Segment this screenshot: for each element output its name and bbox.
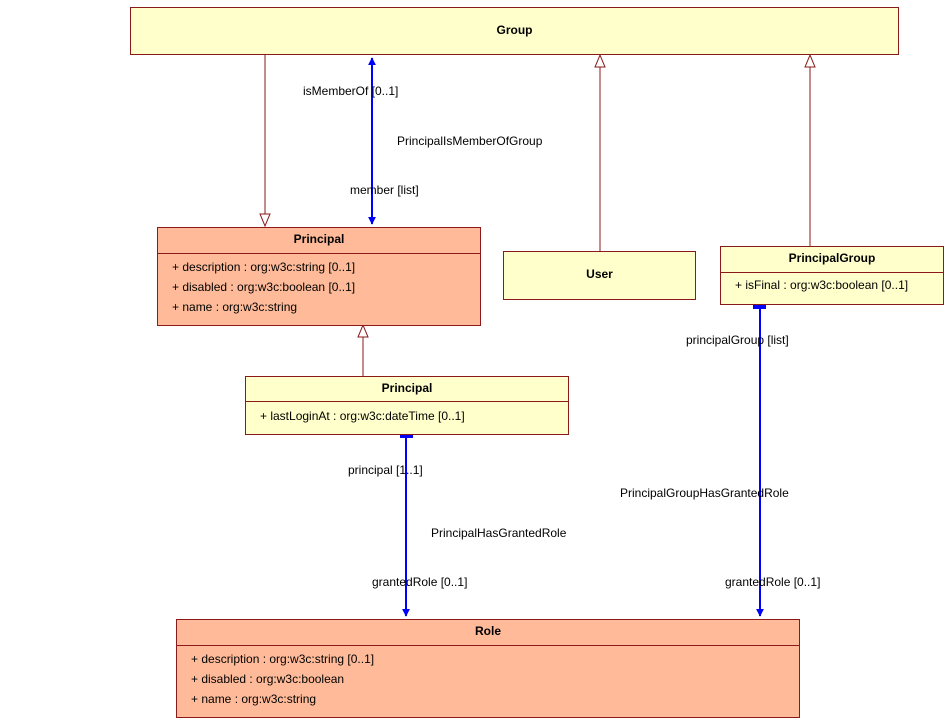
- class-user-name: User: [586, 267, 613, 281]
- attribute: + name : org:w3c:string: [172, 300, 298, 314]
- class-role-name: Role: [474, 624, 501, 638]
- class-principal-name: Principal: [293, 232, 345, 246]
- attribute: + disabled : org:w3c:boolean: [191, 672, 345, 686]
- class-role-attributes: + description : org:w3c:string [0..1] + …: [177, 645, 799, 709]
- generalization-user-to-group: [594, 53, 606, 251]
- generalization-principal-sub-to-principal: [357, 323, 369, 376]
- class-principal[interactable]: Principal + description : org:w3c:string…: [157, 227, 481, 326]
- association-name-principal-role: PrincipalHasGrantedRole: [431, 526, 567, 540]
- class-principal-group[interactable]: PrincipalGroup + isFinal : org:w3c:boole…: [720, 246, 944, 305]
- association-name-group-role: PrincipalGroupHasGrantedRole: [620, 486, 789, 500]
- generalization-principal-to-group: [259, 55, 271, 228]
- class-principal-group-name: PrincipalGroup: [788, 251, 876, 265]
- class-principal-sub-name: Principal: [381, 381, 433, 395]
- role-label-member: member [list]: [350, 183, 419, 197]
- association-group-role: [753, 305, 766, 617]
- class-principal-attributes: + description : org:w3c:string [0..1] + …: [158, 253, 480, 317]
- generalization-principalgroup-to-group: [804, 53, 816, 246]
- class-role[interactable]: Role + description : org:w3c:string [0..…: [176, 619, 800, 718]
- role-label-is-member-of: isMemberOf [0..1]: [303, 84, 399, 98]
- class-principal-sub-attributes: + lastLoginAt : org:w3c:dateTime [0..1]: [246, 401, 568, 426]
- role-label-granted-role-principal: grantedRole [0..1]: [372, 575, 468, 589]
- class-group[interactable]: Group: [130, 7, 899, 55]
- attribute: + name : org:w3c:string: [191, 692, 317, 706]
- role-label-principal: principal [1..1]: [348, 463, 423, 477]
- class-principal-group-attributes: + isFinal : org:w3c:boolean [0..1]: [721, 272, 943, 295]
- class-principal-sub[interactable]: Principal + lastLoginAt : org:w3c:dateTi…: [245, 376, 569, 435]
- attribute: + description : org:w3c:string [0..1]: [172, 260, 356, 274]
- attribute: + description : org:w3c:string [0..1]: [191, 652, 375, 666]
- role-label-granted-role-group: grantedRole [0..1]: [725, 575, 821, 589]
- association-name-member-of: PrincipalIsMemberOfGroup: [397, 134, 543, 148]
- attribute: + isFinal : org:w3c:boolean [0..1]: [735, 278, 909, 292]
- attribute: + lastLoginAt : org:w3c:dateTime [0..1]: [260, 409, 465, 423]
- attribute: + disabled : org:w3c:boolean [0..1]: [172, 280, 356, 294]
- class-user[interactable]: User: [503, 251, 696, 300]
- class-group-name: Group: [496, 23, 533, 37]
- role-label-principal-group: principalGroup [list]: [686, 333, 789, 347]
- association-principal-role: [400, 434, 413, 617]
